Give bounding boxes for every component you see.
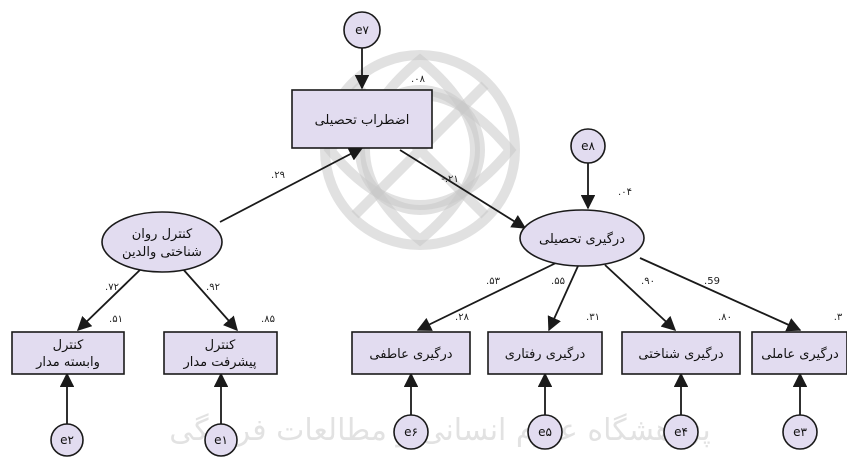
node-achievement-control: کنترل پیشرفت مدار: [163, 331, 278, 375]
node-parental-control: کنترل روان شناختی والدین: [101, 211, 223, 273]
node-cognitive-engagement: درگیری شناختی: [621, 331, 741, 375]
path-control-to-anxiety: [219, 147, 364, 223]
r2-achievement-control: .۸۵: [261, 314, 275, 325]
node-label-behavioral-engagement: درگیری رفتاری: [505, 346, 586, 362]
node-label-academic-engagement: درگیری تحصیلی: [539, 231, 625, 247]
node-label-achievement-line2: پیشرفت مدار: [182, 355, 256, 370]
error-node-e4: e۴: [663, 414, 699, 450]
node-label-dependency-line2: وابسته مدار: [35, 355, 100, 370]
coef-engagement-to-behavioral: .۵۵: [551, 276, 565, 287]
node-dependency-control: کنترل وابسته مدار: [11, 331, 125, 375]
r2-cognitive-engagement: .۸۰: [718, 312, 732, 323]
path-control-to-achievement: [181, 267, 238, 332]
node-label-academic-anxiety: اضطراب تحصیلی: [315, 113, 410, 128]
coef-engagement-to-emotional: .۵۳: [486, 276, 501, 287]
node-label-dependency-line1: کنترل: [53, 338, 84, 353]
error-label-e3: e۳: [793, 425, 807, 439]
node-behavioral-engagement: درگیری رفتاری: [487, 331, 603, 375]
path-control-to-dependency: [76, 267, 143, 332]
watermark-text: پژوهشگاه علوم انسانی و مطالعات فرهنگی: [169, 413, 711, 448]
node-label-cognitive-engagement: درگیری شناختی: [638, 346, 723, 362]
error-label-e7: e۷: [355, 23, 369, 37]
node-label-parental-control-line2: شناختی والدین: [122, 245, 202, 260]
coef-engagement-to-cognitive: .۹۰: [641, 276, 655, 287]
error-node-e2: e۲: [50, 423, 84, 457]
error-label-e5: e۵: [538, 425, 552, 439]
error-label-e1: e۱: [214, 433, 228, 447]
node-agentic-engagement: درگیری عاملی: [751, 331, 847, 375]
error-label-e2: e۲: [60, 433, 74, 447]
r2-dependency-control: .۵۱: [109, 314, 123, 325]
node-label-emotional-engagement: درگیری عاطفی: [369, 346, 452, 362]
r2-behavioral-engagement: .۳۱: [586, 312, 600, 323]
path-anxiety-to-engagement: [399, 149, 527, 229]
node-label-parental-control-line1: کنترل روان: [132, 227, 193, 242]
coef-control-to-anxiety: .۲۹: [271, 170, 285, 181]
error-node-e3: e۳: [782, 414, 818, 450]
error-label-e8: e۸: [581, 139, 595, 153]
node-academic-engagement: درگیری تحصیلی: [519, 209, 645, 267]
error-node-e7: e۷: [343, 11, 381, 49]
error-label-e4: e۴: [674, 425, 688, 439]
node-label-achievement-line1: کنترل: [205, 338, 236, 353]
error-node-e8: e۸: [570, 128, 606, 164]
node-academic-anxiety: اضطراب تحصیلی: [291, 89, 433, 149]
coef-control-to-dependency: .۷۲: [105, 282, 119, 293]
coef-engagement-to-agentic: .59: [704, 276, 720, 287]
path-engagement-to-emotional: [416, 261, 559, 331]
coef-anxiety-to-engagement: -.۲۱: [441, 174, 459, 185]
node-label-agentic-engagement: درگیری عاملی: [761, 346, 839, 362]
r2-academic-anxiety: .۰۸: [411, 74, 426, 85]
r2-agentic-engagement: .۳: [834, 312, 843, 323]
coef-control-to-achievement: .۹۲: [206, 282, 220, 293]
error-node-e1: e۱: [204, 423, 238, 457]
r2-academic-engagement: .۰۴: [618, 187, 632, 198]
error-label-e6: e۶: [404, 425, 418, 439]
path-engagement-to-agentic: [639, 257, 802, 332]
node-emotional-engagement: درگیری عاطفی: [351, 331, 471, 375]
r2-emotional-engagement: .۲۸: [455, 312, 470, 323]
error-node-e6: e۶: [393, 414, 429, 450]
path-engagement-to-behavioral: [547, 265, 579, 332]
error-node-e5: e۵: [527, 414, 563, 450]
path-engagement-to-cognitive: [604, 264, 677, 331]
